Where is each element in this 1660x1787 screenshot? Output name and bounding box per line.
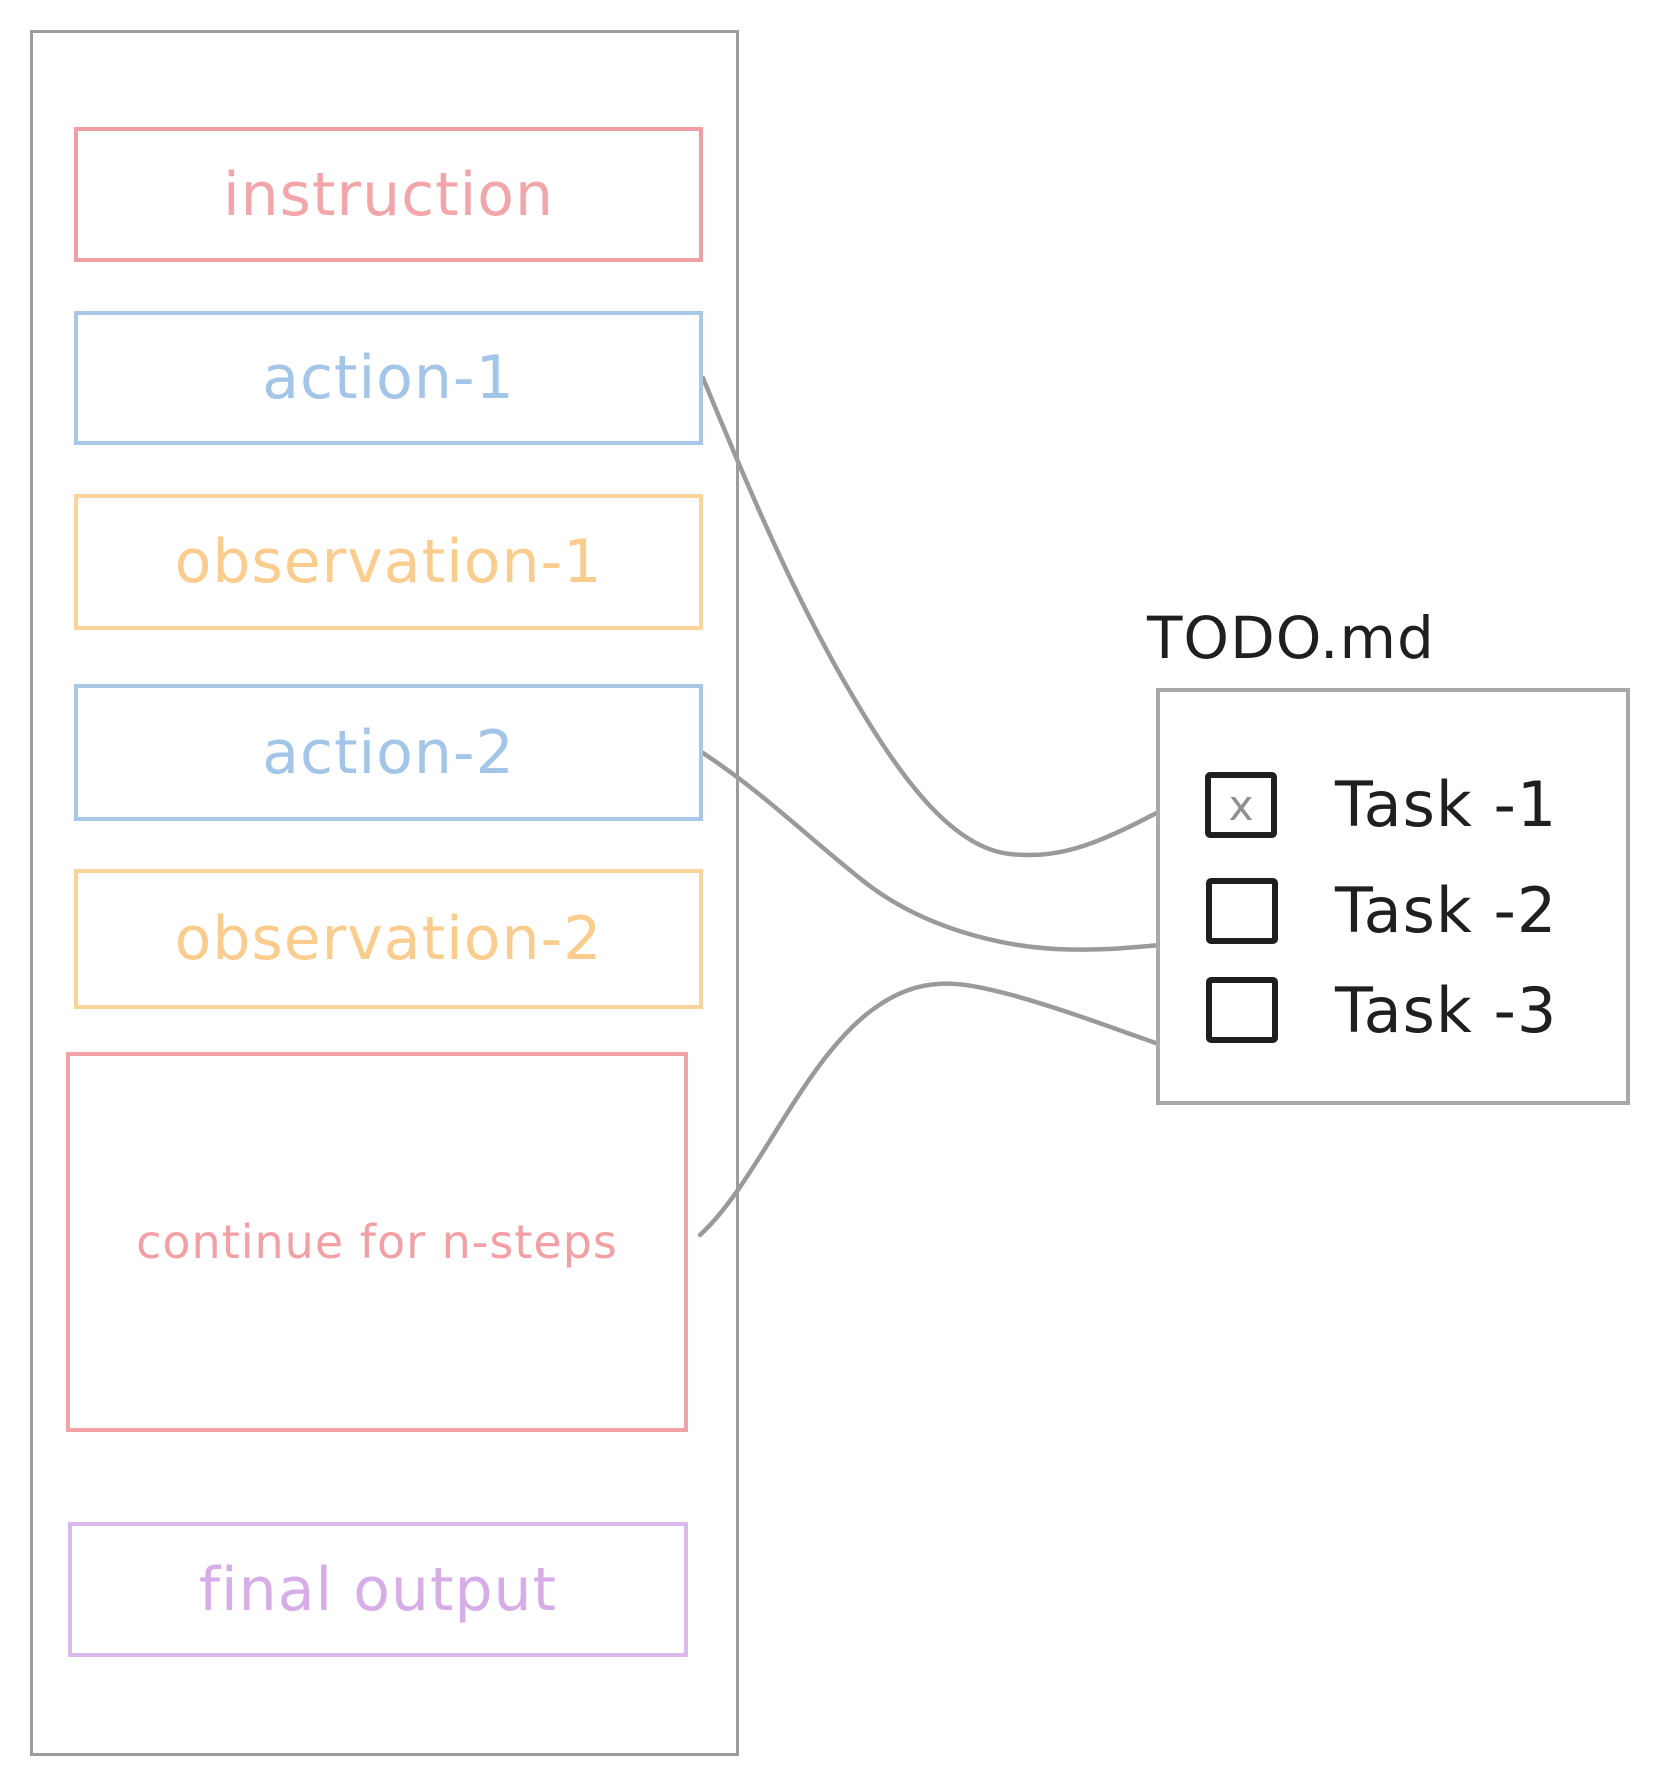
observation-2-box: observation-2 (74, 869, 703, 1009)
continue-n-steps-label: continue for n-steps (136, 1215, 618, 1269)
action-2-label: action-2 (262, 717, 515, 788)
task-3-checkbox (1206, 977, 1278, 1043)
continue-n-steps-box: continue for n-steps (66, 1052, 688, 1432)
todo-panel: x Task -1 Task -2 Task -3 (1156, 688, 1630, 1105)
final-output-box: final output (68, 1522, 688, 1657)
observation-2-label: observation-2 (174, 904, 603, 974)
action-1-label: action-1 (262, 343, 515, 413)
task-1-label: Task -1 (1335, 768, 1558, 841)
task-2-label: Task -2 (1335, 874, 1558, 947)
action-2-box: action-2 (74, 684, 703, 821)
observation-1-label: observation-1 (174, 527, 603, 597)
action-1-box: action-1 (74, 311, 703, 445)
agent-loop-panel: instruction action-1 observation-1 actio… (30, 30, 739, 1756)
task-2-checkbox (1206, 878, 1278, 944)
task-3-label: Task -3 (1335, 974, 1558, 1047)
connector-action2-to-task2 (700, 750, 1173, 952)
todo-file-title: TODO.md (1147, 604, 1435, 672)
instruction-label: instruction (222, 159, 555, 230)
task-1-checkbox: x (1205, 772, 1277, 838)
final-output-label: final output (198, 1554, 558, 1625)
instruction-box: instruction (74, 127, 703, 262)
observation-1-box: observation-1 (74, 494, 703, 630)
connector-continue-to-task3 (697, 981, 1173, 1238)
connector-action1-to-task1 (700, 375, 1173, 858)
task-1-check-mark: x (1228, 781, 1254, 830)
